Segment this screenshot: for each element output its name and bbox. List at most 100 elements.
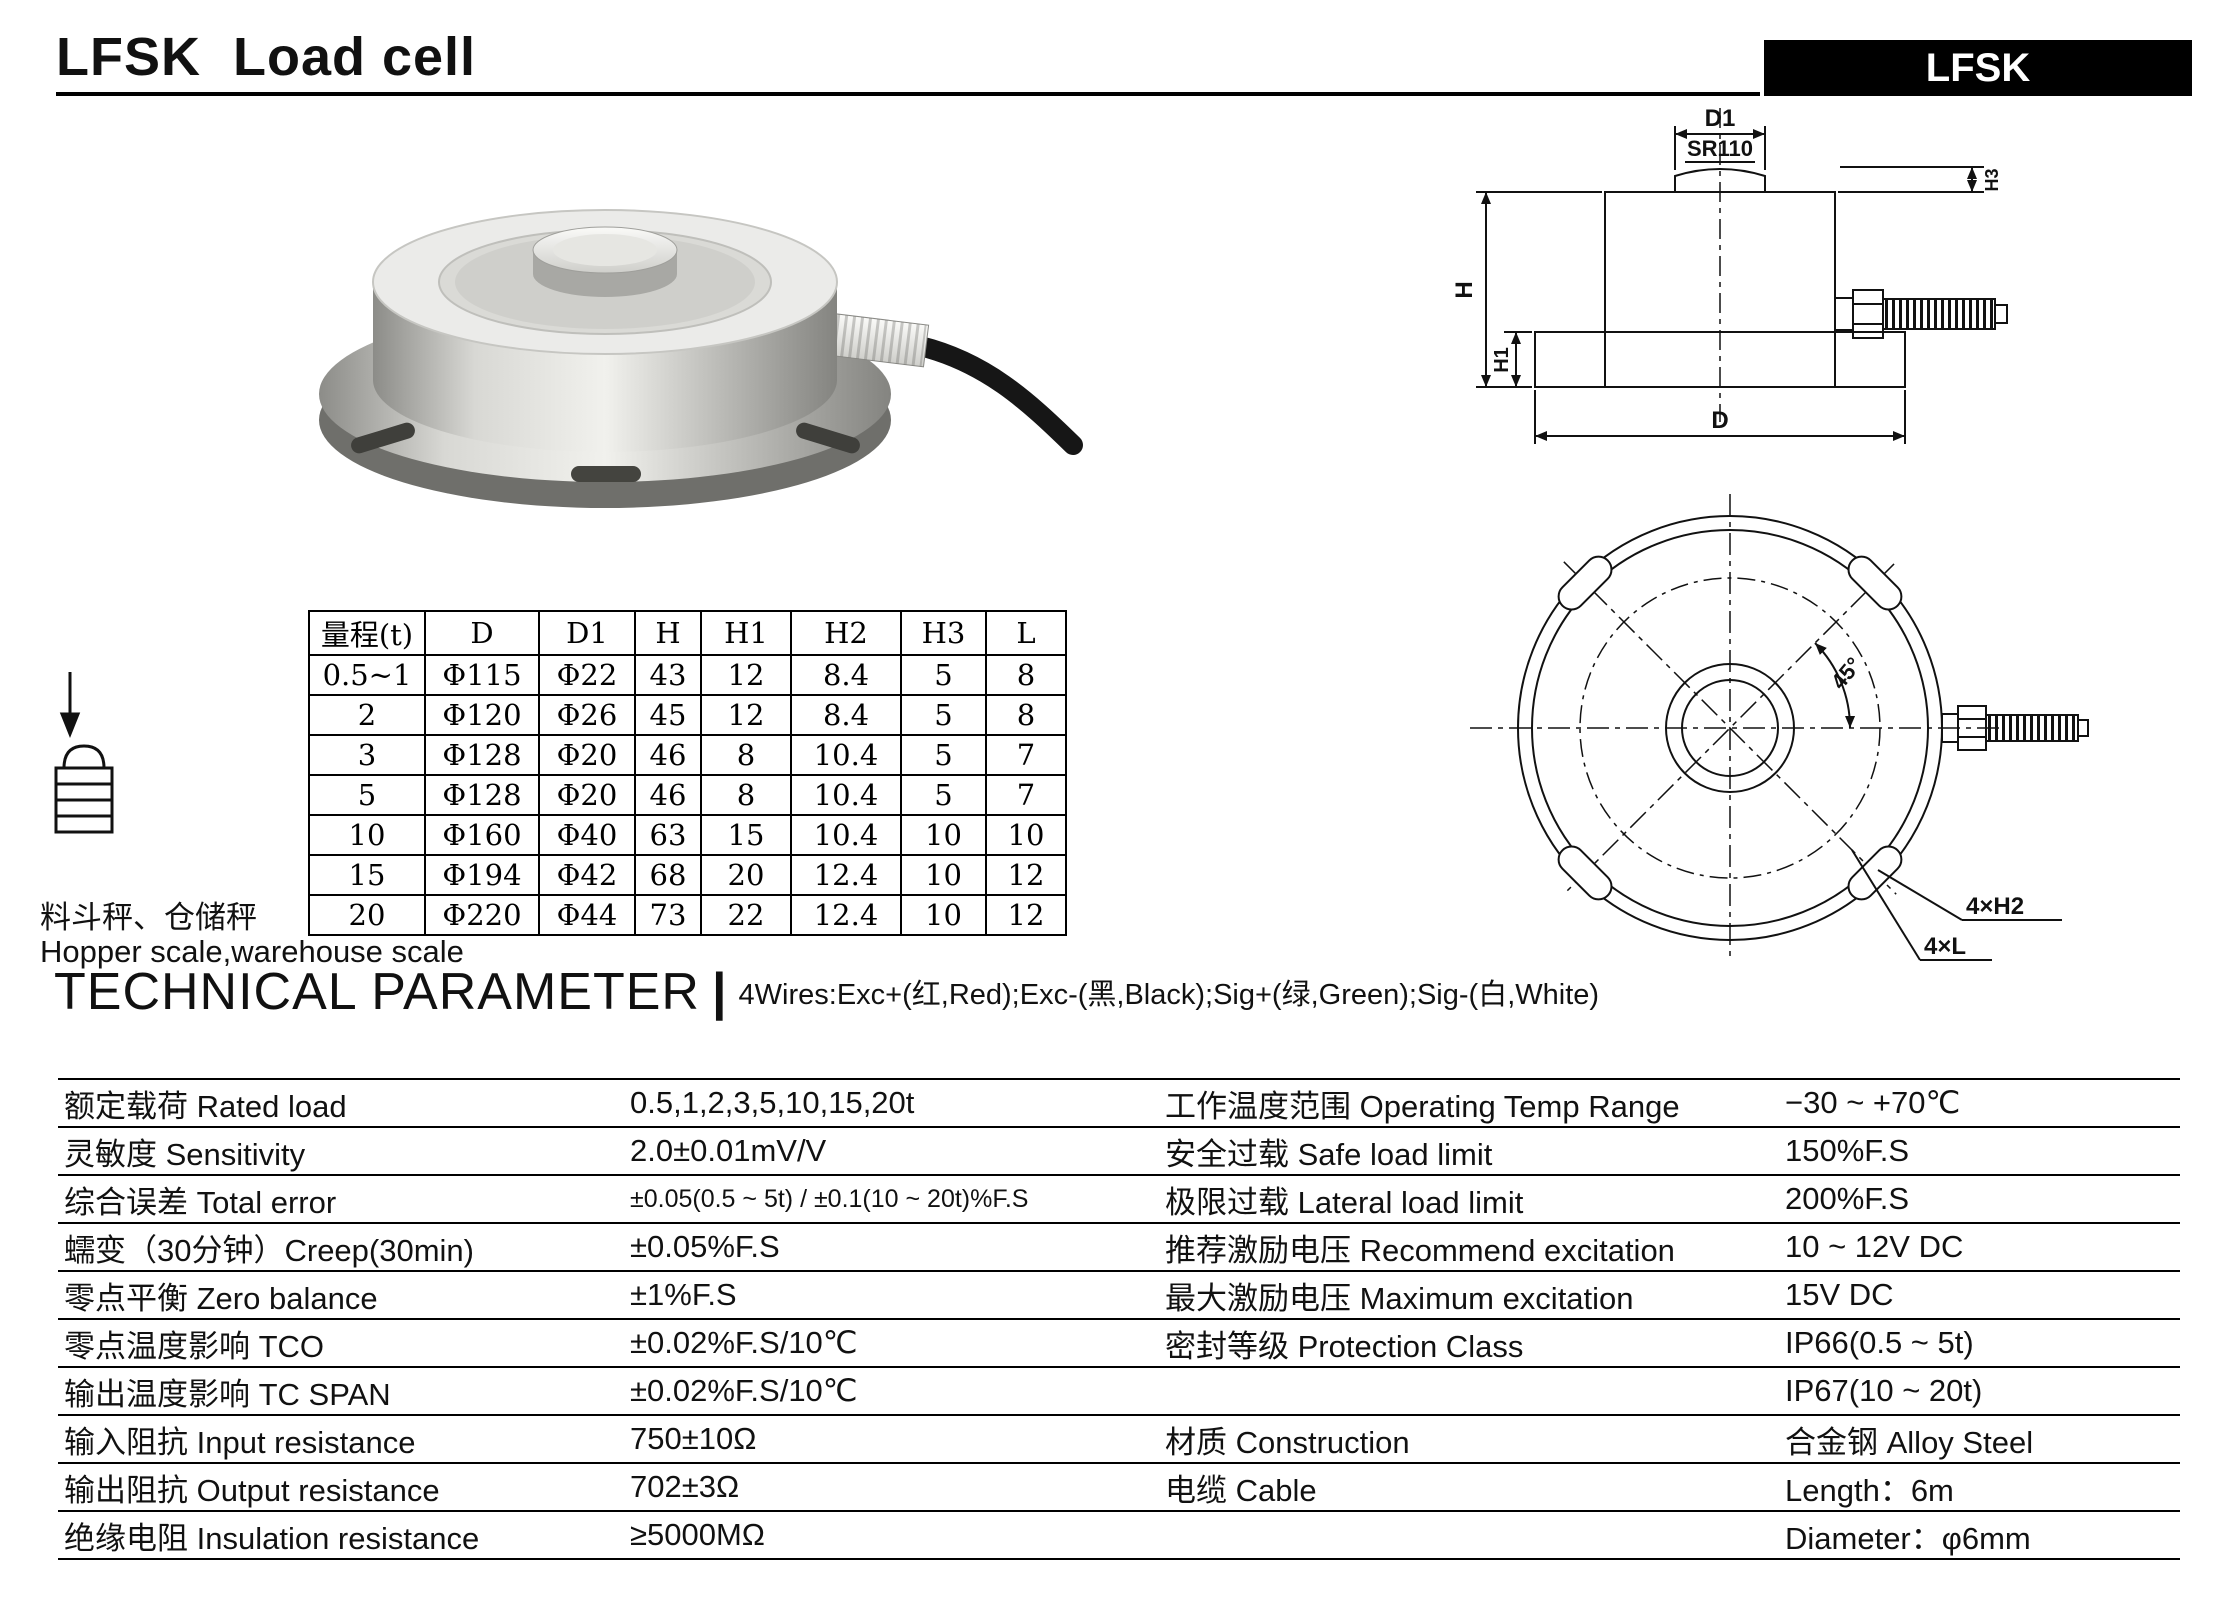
parameter-label-left: 输入阻抗 Input resistance (64, 1424, 416, 1460)
label-d1: D1 (1705, 105, 1736, 132)
dimension-table-header-cell: L (985, 610, 1067, 656)
parameter-value-right: IP66(0.5 ~ 5t) (1785, 1325, 1974, 1360)
parameter-row: 综合误差 Total error ±0.05(0.5 ~ 5t) / ±0.1(1… (58, 1176, 2180, 1224)
parameter-value-left: ±0.02%F.S/10℃ (630, 1373, 858, 1408)
parameter-label-right: 密封等级 Protection Class (1165, 1328, 1524, 1364)
parameter-value-left: ≥5000MΩ (630, 1517, 765, 1552)
dimension-table-cell: 8.4 (790, 654, 902, 696)
load-pictogram-svg (54, 672, 114, 834)
parameter-label-left: 蠕变（30分钟）Creep(30min) (64, 1232, 474, 1268)
dimension-table-cell: 0.5~1 (308, 654, 426, 696)
dimension-table-cell: 5 (900, 774, 987, 816)
label-h: H (1451, 281, 1478, 298)
inner-circle (1665, 663, 1795, 793)
dimension-table-cell: 15 (700, 814, 792, 856)
parameter-value-right: 15V DC (1785, 1277, 1894, 1312)
thread-tip (1994, 304, 2008, 324)
parameter-value-right: −30 ~ +70℃ (1785, 1085, 1961, 1120)
parameter-label-left: 零点温度影响 TCO (64, 1328, 325, 1364)
dimension-table-cell: 46 (634, 774, 702, 816)
dimension-table-cell: 5 (900, 654, 987, 696)
dimension-table-cell: 10.4 (790, 734, 902, 776)
dimension-table-cell: 10 (308, 814, 426, 856)
dimension-table-cell: 8 (700, 734, 792, 776)
side-view-svg: D1 SR110 H H1 D H3 (1451, 105, 2008, 444)
parameter-label-right: 工作温度范围 Operating Temp Range (1165, 1088, 1680, 1124)
parameter-value-left: 750±10Ω (630, 1421, 757, 1456)
top-view-drawing: 45° 4×H2 4×L (1400, 488, 2140, 1003)
cable (910, 336, 1083, 455)
parameter-value-right: Length：6m (1785, 1472, 1954, 1508)
title-rule (56, 92, 1760, 96)
flange-outline (1534, 331, 1906, 388)
dimension-table-cell: 5 (308, 774, 426, 816)
dimension-table-cell: 22 (700, 894, 792, 936)
boss-top-face (553, 234, 657, 266)
dimension-table-header-cell: D (424, 610, 540, 656)
dimension-table-cell: 12 (700, 694, 792, 736)
bolt-circle (1579, 577, 1881, 879)
parameter-value-left: ±1%F.S (630, 1277, 737, 1312)
side-view-drawing: D1 SR110 H H1 D H3 (1380, 92, 2170, 497)
label-sr110: SR110 (1687, 136, 1753, 161)
drum-side (373, 282, 837, 452)
dimension-table-cell: Φ120 (424, 694, 540, 736)
spherical-cap (1674, 168, 1766, 192)
parameter-value-left: ±0.05(0.5 ~ 5t) / ±0.1(10 ~ 20t)%F.S (630, 1184, 1029, 1213)
dimension-table-cell: 7 (985, 734, 1067, 776)
parameter-value-left: ±0.02%F.S/10℃ (630, 1325, 858, 1360)
flange-slot (796, 422, 860, 454)
dimension-table-header-cell: H3 (900, 610, 987, 656)
page-title: LFSK Load cell (56, 27, 477, 87)
dimension-table-cell: 5 (900, 734, 987, 776)
wires-note: 4Wires:Exc+(红,Red);Exc-(黑,Black);Sig+(绿,… (738, 979, 1600, 1011)
label-d: D (1711, 407, 1728, 434)
dimension-table-cell: Φ194 (424, 854, 540, 896)
dimension-table-cell: Φ115 (424, 654, 540, 696)
application-text-cn: 料斗秤、仓储秤 (40, 900, 257, 935)
dimension-table-header-cell: H (634, 610, 702, 656)
parameter-label-right: 电缆 Cable (1165, 1472, 1317, 1508)
parameter-label-left: 灵敏度 Sensitivity (64, 1136, 306, 1172)
load-cell-photo (319, 209, 1083, 508)
dimension-table-cell: Φ40 (538, 814, 636, 856)
dimension-table-cell: 20 (308, 894, 426, 936)
dimension-table-cell: 46 (634, 734, 702, 776)
dimension-table-cell: 73 (634, 894, 702, 936)
parameter-label-right: 推荐激励电压 Recommend excitation (1165, 1232, 1675, 1268)
parameter-label-left: 综合误差 Total error (64, 1184, 337, 1220)
parameter-label-right: 极限过载 Lateral load limit (1165, 1184, 1524, 1220)
parameter-row: 蠕变（30分钟）Creep(30min) ±0.05%F.S 推荐激励电压 Reco… (58, 1224, 2180, 1272)
label-holes: 4×H2 (1966, 893, 2024, 920)
dimension-table-cell: 15 (308, 854, 426, 896)
dimension-table-cell: Φ128 (424, 774, 540, 816)
dimension-table-cell: 20 (700, 854, 792, 896)
dimension-table-cell: Φ44 (538, 894, 636, 936)
parameter-row: 零点温度影响 TCO ±0.02%F.S/10℃ 密封等级 Protection C… (58, 1320, 2180, 1368)
load-direction-pictogram (34, 666, 134, 881)
thread-tip (2077, 719, 2089, 737)
top-view-svg: 45° 4×H2 4×L (1470, 494, 2089, 962)
dimension-table-cell: 8 (985, 654, 1067, 696)
pictogram-dome (62, 744, 106, 769)
application-text-en: Hopper scale,warehouse scale (40, 934, 464, 969)
parameter-value-left: ±0.05%F.S (630, 1229, 780, 1264)
dimension-table-header-cell: 量程(t) (308, 610, 426, 656)
dimension-table-cell: 12.4 (790, 894, 902, 936)
